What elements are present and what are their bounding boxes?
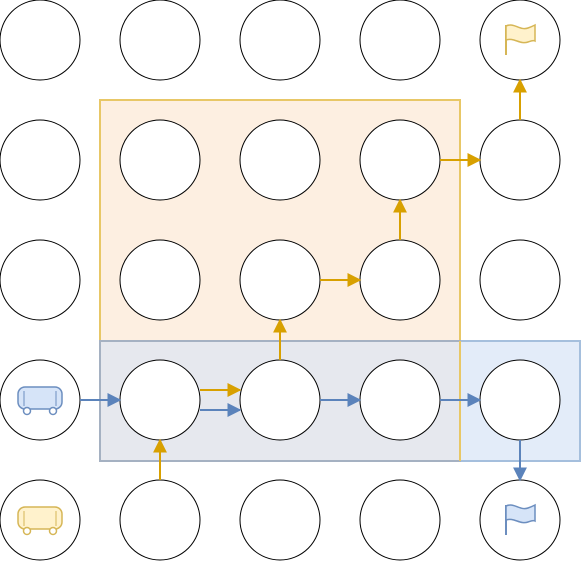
grid-node bbox=[479, 239, 561, 321]
grid-node bbox=[119, 479, 201, 561]
paths bbox=[80, 78, 527, 482]
grid-node bbox=[0, 0, 81, 81]
flag-icon bbox=[505, 23, 536, 55]
grid-node bbox=[239, 359, 321, 441]
grid-node bbox=[239, 239, 321, 321]
grid-node bbox=[239, 479, 321, 561]
grid-node bbox=[119, 359, 201, 441]
grid-node bbox=[479, 359, 561, 441]
grid-nodes bbox=[0, 0, 561, 561]
grid-node bbox=[239, 119, 321, 201]
grid-node bbox=[119, 119, 201, 201]
grid-node bbox=[119, 0, 201, 81]
vehicle-icon bbox=[17, 386, 63, 416]
flag-icon bbox=[505, 503, 536, 535]
grid-node bbox=[239, 0, 321, 81]
grid-node bbox=[359, 359, 441, 441]
grid-node bbox=[359, 239, 441, 321]
grid-node bbox=[479, 119, 561, 201]
grid-node bbox=[359, 479, 441, 561]
vehicle-icon bbox=[17, 506, 63, 536]
grid-node bbox=[359, 0, 441, 81]
grid-node bbox=[119, 239, 201, 321]
grid-node bbox=[0, 119, 81, 201]
grid-node bbox=[0, 239, 81, 321]
grid-node bbox=[359, 119, 441, 201]
